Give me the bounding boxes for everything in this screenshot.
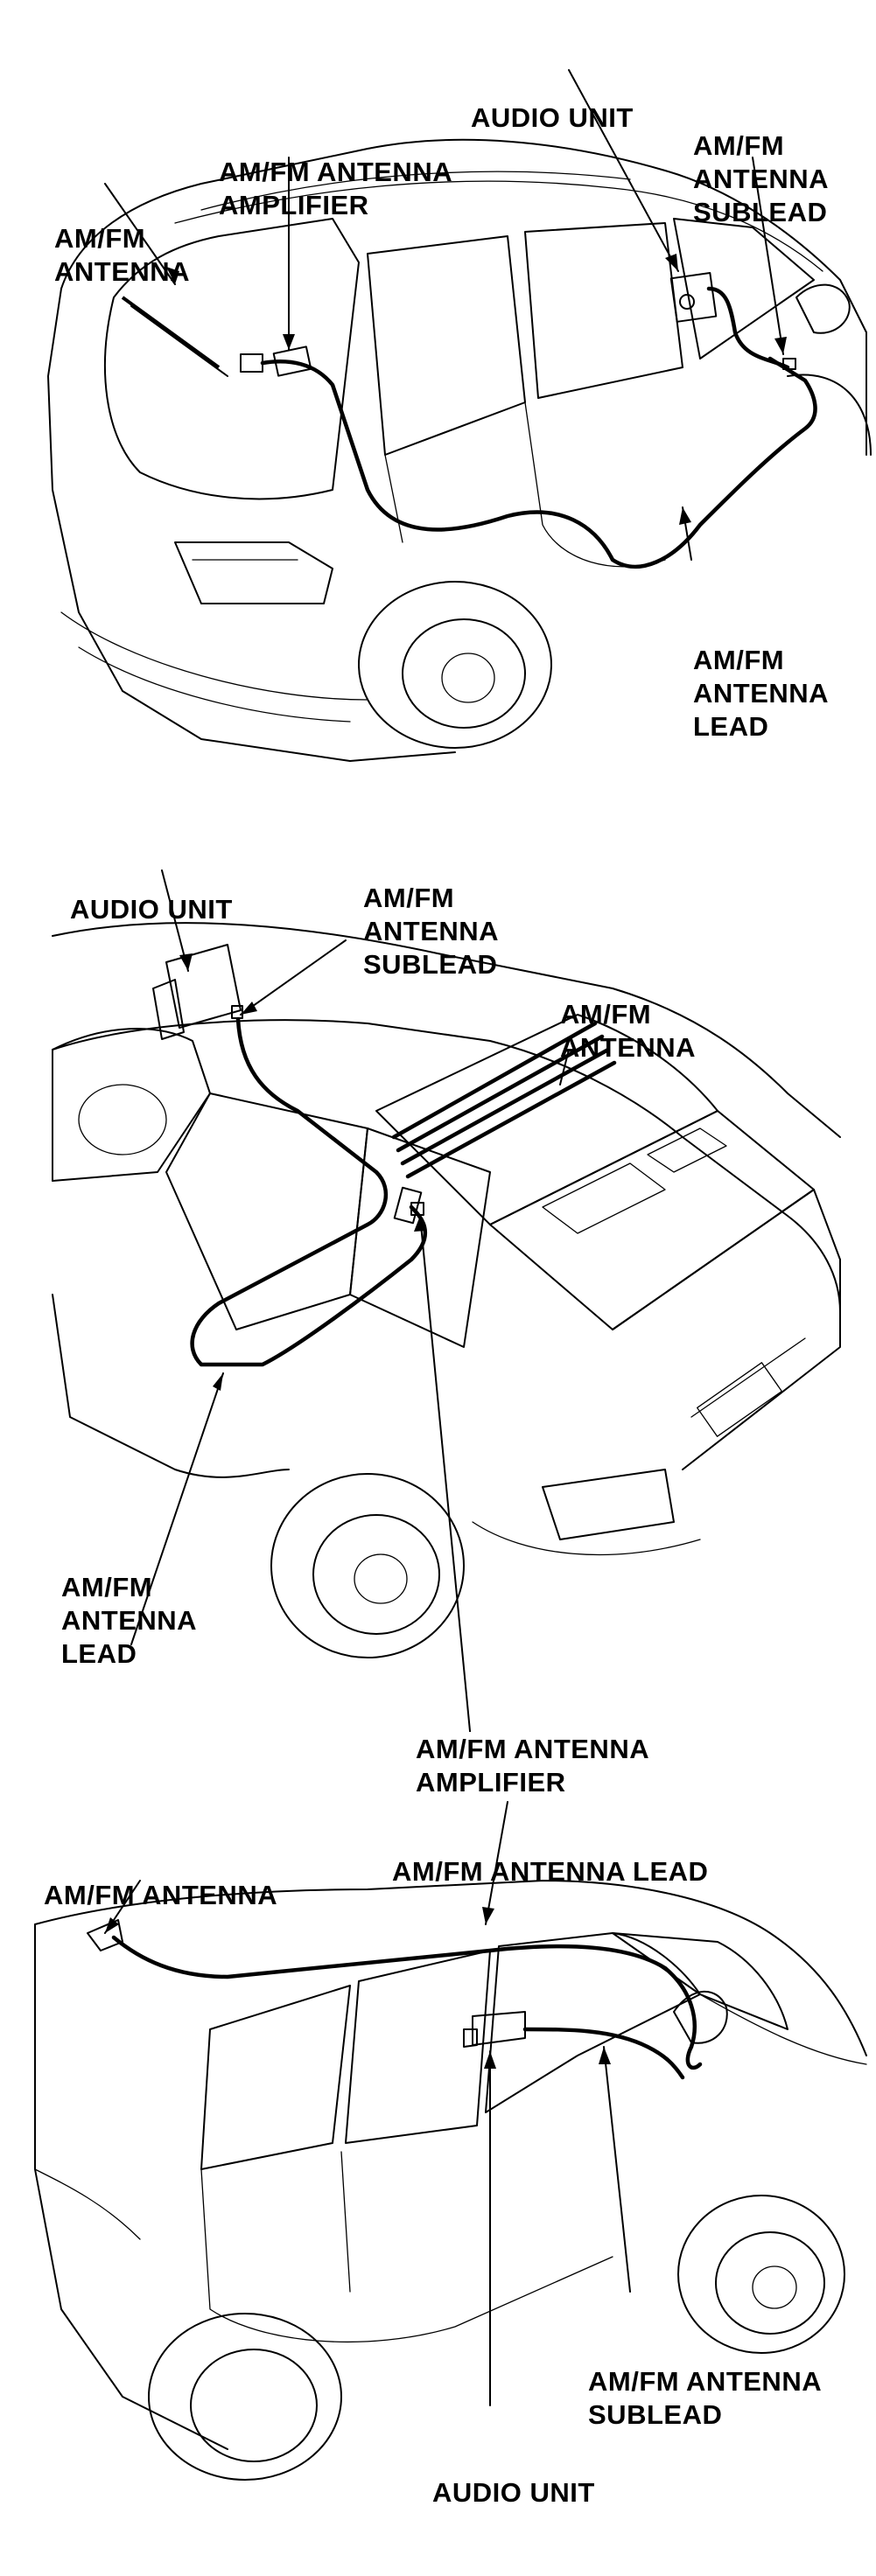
sedan-rear-view-illustration: [52, 869, 841, 1732]
suv-rear-view-illustration: [47, 69, 872, 762]
label-am-fm-antenna-lead: AM/FM ANTENNA LEAD: [392, 1856, 709, 1887]
label-audio-unit: AUDIO UNIT: [471, 102, 634, 133]
label-audio-unit: AUDIO UNIT: [70, 894, 233, 925]
label-audio-unit: AUDIO UNIT: [432, 2477, 595, 2508]
label-am-fm-antenna: AM/FM ANTENNA: [44, 1880, 278, 1910]
suv-side-view-illustration: [34, 1801, 867, 2481]
diagram-panel-3: AM/FM ANTENNA AM/FM ANTENNA LEAD AM/FM A…: [0, 1767, 876, 2508]
